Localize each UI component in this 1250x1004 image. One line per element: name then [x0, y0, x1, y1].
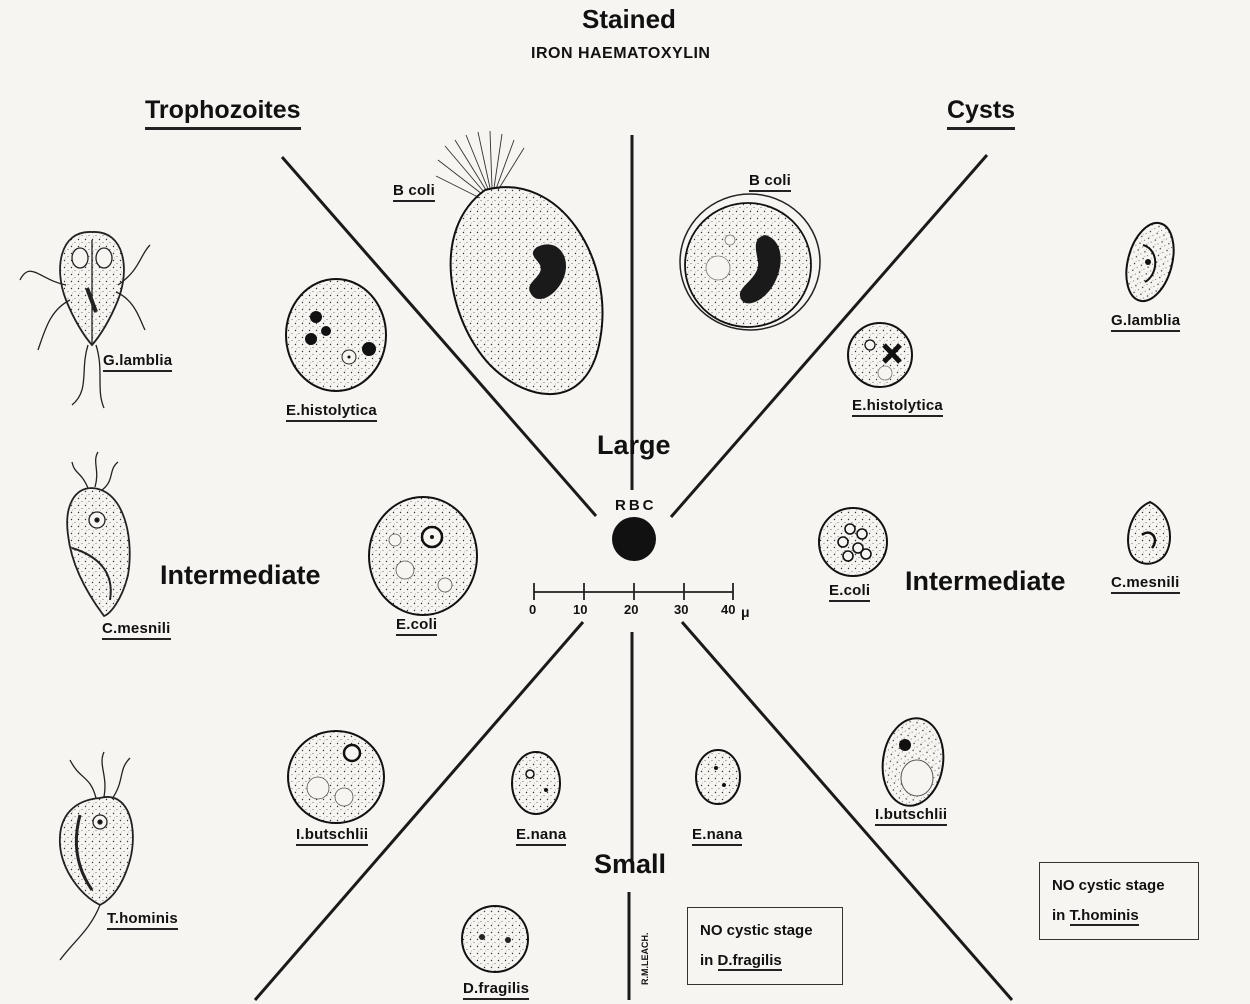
b-coli-cyst-drawing — [680, 194, 820, 330]
trophozoites-heading: Trophozoites — [145, 96, 301, 130]
scale-tick-10: 10 — [573, 602, 587, 617]
e-coli-cyst-drawing — [819, 508, 887, 576]
label-e-nana-trophozoite: E.nana — [516, 826, 566, 846]
scale-unit: μ — [741, 604, 750, 620]
note-d-fragilis-no-cyst: NO cystic stage in D.fragilis — [687, 907, 843, 985]
g-lamblia-cyst-drawing — [1118, 218, 1181, 307]
i-butschlii-trophozoite-drawing — [288, 731, 384, 823]
e-coli-trophozoite-drawing — [369, 497, 477, 615]
stain-subtitle: IRON HAEMATOXYLIN — [531, 45, 710, 63]
label-g-lamblia-trophozoite: G.lamblia — [103, 352, 172, 372]
diagram-title: Stained — [582, 4, 676, 35]
e-histolytica-cyst-drawing — [848, 323, 912, 387]
note-d-fragilis-prefix: in — [700, 952, 713, 969]
note-t-hominis-prefix: in — [1052, 907, 1065, 924]
micron-scale-bar — [534, 583, 733, 600]
note-t-hominis-line1: NO cystic stage — [1052, 871, 1186, 901]
label-e-nana-cyst: E.nana — [692, 826, 742, 846]
note-d-fragilis-name: D.fragilis — [718, 952, 782, 971]
scale-tick-40: 40 — [721, 602, 735, 617]
label-e-histolytica-cyst: E.histolytica — [852, 397, 943, 417]
scale-tick-30: 30 — [674, 602, 688, 617]
g-lamblia-trophozoite-drawing — [20, 232, 150, 408]
d-fragilis-trophozoite-drawing — [462, 906, 528, 972]
label-i-butschlii-cyst: I.butschlii — [875, 806, 947, 826]
small-size-label: Small — [594, 849, 666, 880]
e-nana-trophozoite-drawing — [512, 752, 560, 814]
label-b-coli-cyst: B coli — [749, 172, 791, 192]
artist-signature: R.M.LEACH. — [640, 933, 650, 986]
note-t-hominis-no-cyst: NO cystic stage in T.hominis — [1039, 862, 1199, 940]
cysts-heading: Cysts — [947, 96, 1015, 130]
scale-tick-20: 20 — [624, 602, 638, 617]
label-g-lamblia-cyst: G.lamblia — [1111, 312, 1180, 332]
intermediate-right-label: Intermediate — [905, 566, 1066, 597]
e-histolytica-trophozoite-drawing — [286, 279, 386, 391]
rbc-label: RBC — [615, 497, 657, 514]
note-t-hominis-name: T.hominis — [1070, 907, 1139, 926]
label-b-coli-trophozoite: B coli — [393, 182, 435, 202]
label-e-coli-trophozoite: E.coli — [396, 616, 437, 636]
large-size-label: Large — [597, 430, 671, 461]
scale-tick-0: 0 — [529, 602, 536, 617]
label-c-mesnili-cyst: C.mesnili — [1111, 574, 1180, 594]
label-e-histolytica-trophozoite: E.histolytica — [286, 402, 377, 422]
i-butschlii-cyst-drawing — [877, 714, 949, 809]
intermediate-left-label: Intermediate — [160, 560, 321, 591]
label-e-coli-cyst: E.coli — [829, 582, 870, 602]
c-mesnili-trophozoite-drawing — [67, 452, 130, 616]
note-d-fragilis-line1: NO cystic stage — [700, 916, 830, 946]
rbc-reference-cell — [612, 517, 656, 561]
label-t-hominis-trophozoite: T.hominis — [107, 910, 178, 930]
b-coli-trophozoite-drawing — [436, 131, 602, 394]
e-nana-cyst-drawing — [696, 750, 740, 804]
label-d-fragilis-trophozoite: D.fragilis — [463, 980, 529, 1000]
label-i-butschlii-trophozoite: I.butschlii — [296, 826, 368, 846]
c-mesnili-cyst-drawing — [1128, 502, 1170, 564]
label-c-mesnili-trophozoite: C.mesnili — [102, 620, 171, 640]
